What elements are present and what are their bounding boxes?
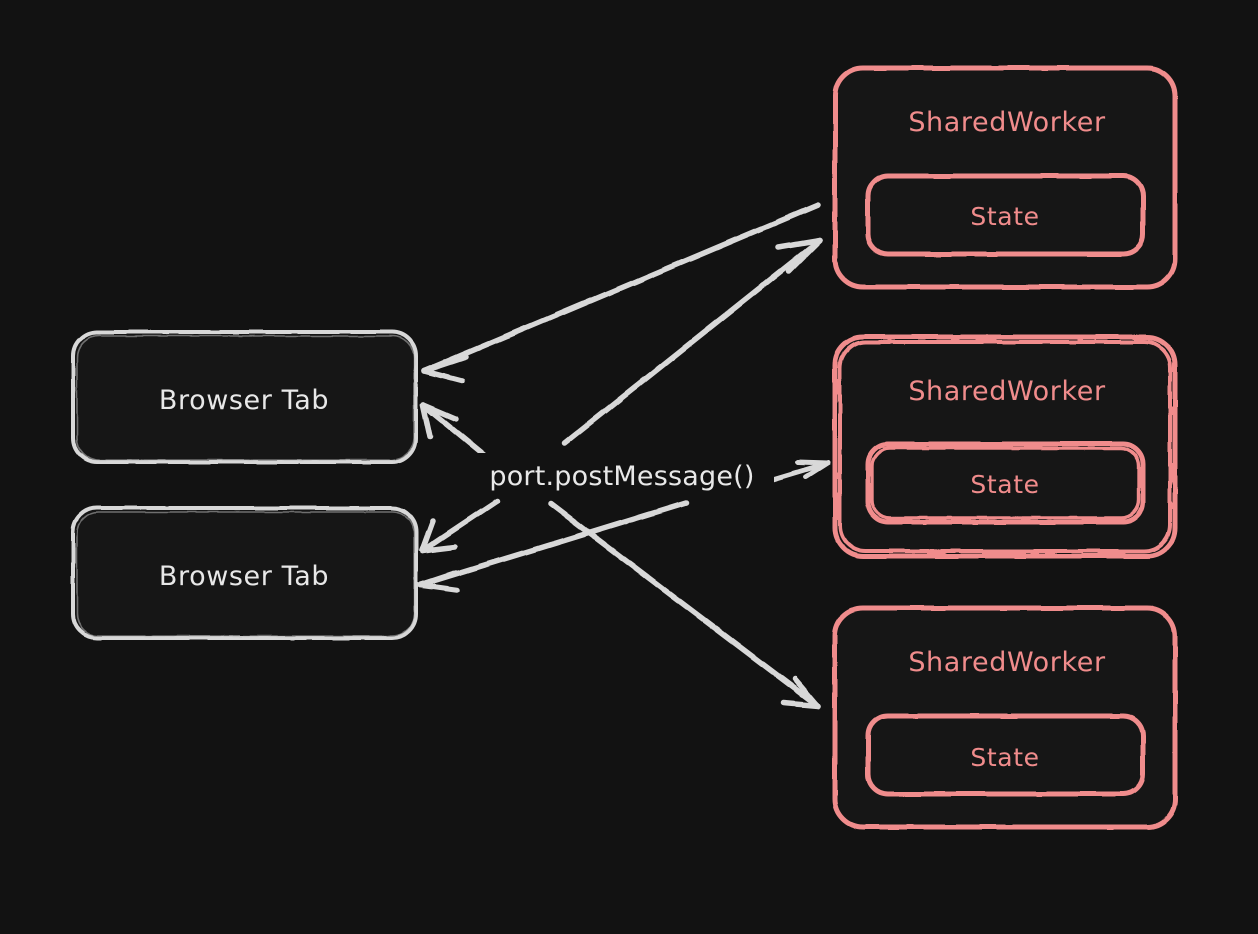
arrow-worker1-to-tab1: [421, 202, 821, 384]
shared-workers-layer: SharedWorker State SharedWorker State Sh…: [832, 65, 1178, 830]
browser-tab-1-label: Browser Tab: [159, 385, 329, 416]
arrow-center-to-worker3: [548, 501, 821, 709]
arrows-layer: [417, 202, 831, 709]
browser-tab-2-box[interactable]: [71, 506, 418, 640]
shared-worker-1-label: SharedWorker: [908, 107, 1106, 138]
browser-tab-1-box-inner-stroke: [76, 335, 415, 461]
shared-worker-2-label: SharedWorker: [908, 376, 1106, 407]
arrow-center-to-worker2: [765, 459, 831, 484]
shared-worker-2[interactable]: SharedWorker State: [832, 334, 1178, 559]
arrow-center-to-worker1: [562, 237, 823, 446]
browser-tabs-layer: Browser Tab Browser Tab: [71, 330, 418, 640]
shared-worker-2-state-label: State: [970, 470, 1039, 499]
browser-tab-2[interactable]: Browser Tab: [71, 506, 418, 640]
shared-worker-2-box-double-stroke: [838, 340, 1172, 553]
shared-worker-3-state-box[interactable]: [865, 713, 1146, 797]
edge-label-group: port.postMessage(): [474, 453, 774, 495]
shared-worker-1[interactable]: SharedWorker State: [832, 65, 1178, 290]
shared-worker-3[interactable]: SharedWorker State: [832, 605, 1178, 830]
arrow-center-to-tab2: [419, 498, 500, 554]
shared-worker-3-state-label: State: [970, 743, 1039, 772]
shared-worker-2-state-box-double-stroke: [870, 446, 1141, 520]
port-post-message-label: port.postMessage(): [489, 461, 754, 492]
browser-tab-1[interactable]: Browser Tab: [71, 330, 418, 464]
browser-tab-2-box-inner-stroke: [76, 511, 415, 637]
shared-worker-3-label: SharedWorker: [908, 647, 1106, 678]
shared-worker-2-state-box[interactable]: [865, 441, 1146, 525]
browser-tab-2-label: Browser Tab: [159, 561, 329, 592]
edge-label-backdrop: [474, 453, 774, 495]
browser-tab-1-box[interactable]: [71, 330, 418, 464]
arrow-worker3-to-tab2: [417, 500, 689, 593]
shared-worker-1-state-box[interactable]: [865, 173, 1146, 257]
shared-worker-1-state-label: State: [970, 202, 1039, 231]
